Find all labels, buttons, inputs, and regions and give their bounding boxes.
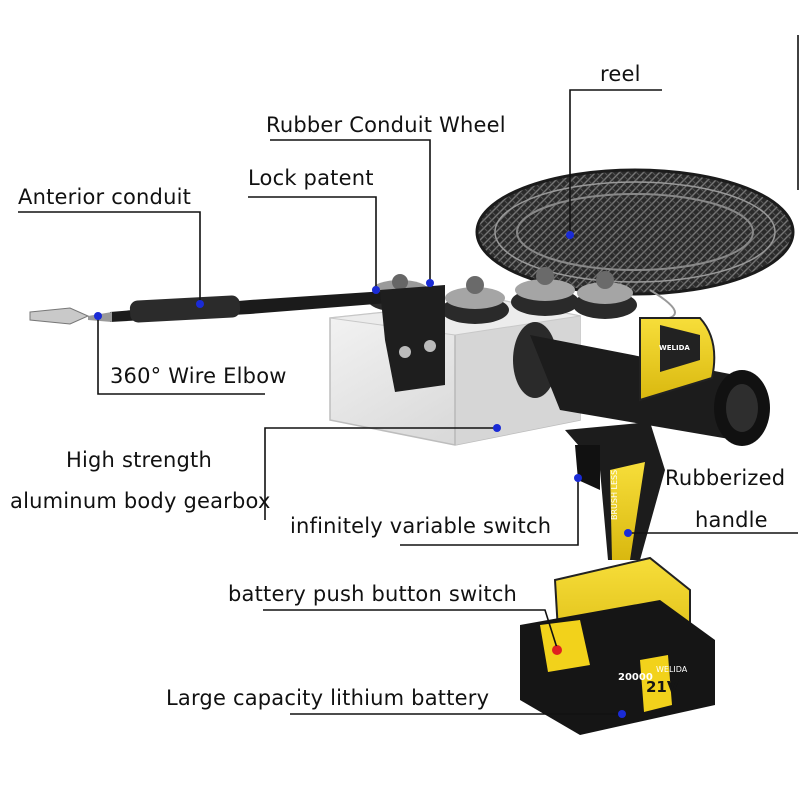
battery-pack <box>520 556 715 735</box>
label-gearbox-line1: High strength <box>66 448 212 472</box>
reel-leader <box>569 89 662 235</box>
battery-capacity-text: 20000 <box>618 672 653 683</box>
label-reel: reel <box>600 62 641 86</box>
battery-switch-dot <box>553 646 561 654</box>
label-gearbox-line2: aluminum body gearbox <box>10 489 271 513</box>
gearbox-leader <box>264 427 497 520</box>
gearbox-dot <box>493 424 501 432</box>
anterior-conduit-dot <box>196 300 204 308</box>
label-lock-patent: Lock patent <box>248 166 374 190</box>
drill-brand-text: WELIDA <box>659 344 690 352</box>
lock-patent-dot <box>372 286 380 294</box>
lock-patent-leader <box>248 196 377 290</box>
lock-bracket <box>380 285 445 392</box>
rubber-wheel-leader <box>270 139 431 283</box>
variable-switch-dot <box>574 474 582 482</box>
label-anterior-conduit: Anterior conduit <box>18 185 192 209</box>
label-battery: Large capacity lithium battery <box>166 686 490 710</box>
reel-dot <box>566 231 574 239</box>
wire-elbow-leader <box>97 316 265 395</box>
motor-text: BRUSH LESS <box>610 470 619 520</box>
reel-coil <box>475 168 795 321</box>
wire-elbow-dot <box>94 312 102 320</box>
label-battery-switch: battery push button switch <box>228 582 518 606</box>
rubber-conduit-wheels <box>368 267 637 324</box>
label-wire-elbow: 360° Wire Elbow <box>110 364 287 388</box>
battery-brand-text: WELIDA <box>656 665 688 674</box>
label-rubberized-line2: handle <box>695 508 768 532</box>
battery-voltage-text: 21V <box>646 678 679 696</box>
battery-switch-leader <box>263 609 558 649</box>
label-rubberized-line1: Rubberized <box>665 466 786 490</box>
anchor-dots <box>94 231 632 718</box>
rubber-wheel-dot <box>426 279 434 287</box>
leader-lines <box>18 35 799 715</box>
anterior-conduit-leader <box>18 211 201 304</box>
anterior-conduit <box>29 290 400 325</box>
battery-dot <box>618 710 626 718</box>
rubberized-handle-dot <box>624 529 632 537</box>
drill-body <box>565 317 716 560</box>
label-variable-switch: infinitely variable switch <box>290 514 552 538</box>
label-rubber-conduit-wheel: Rubber Conduit Wheel <box>266 113 506 137</box>
variable-switch-leader <box>400 478 579 546</box>
